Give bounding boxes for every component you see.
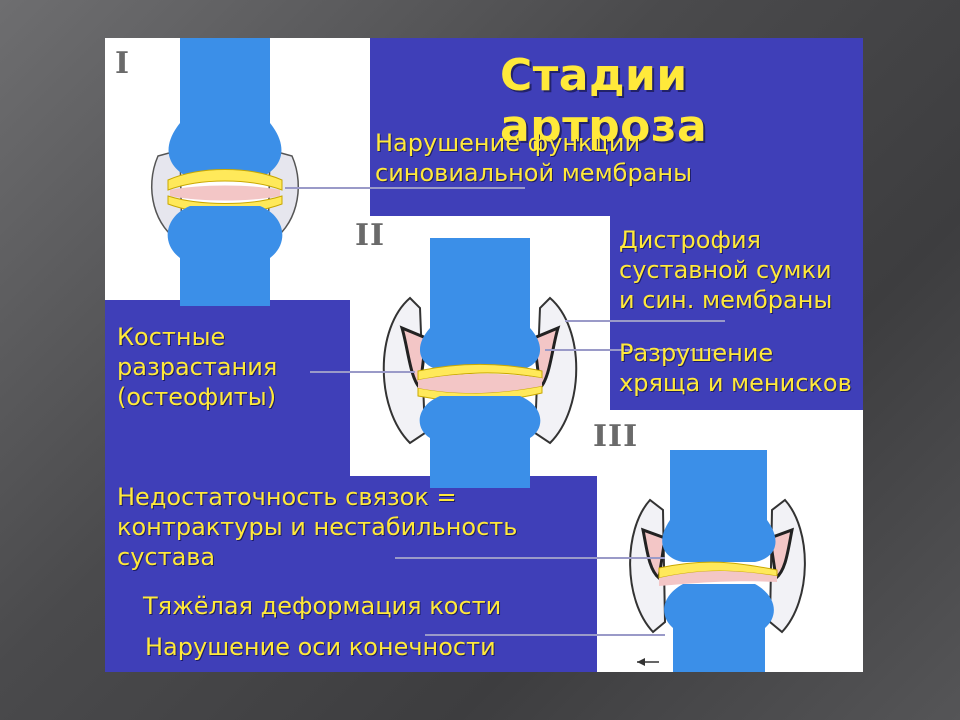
ligament-panel [105,476,597,672]
label-cartilage-destruction: Разрушение хряща и менисков [619,338,852,398]
stage-two-numeral: II [355,218,386,253]
label-osteophytes: Костные разрастания (остеофиты) [117,322,277,412]
label-axis-disorder: Нарушение оси конечности [145,633,496,661]
label-ligament-insufficiency: Недостаточность связок = контрактуры и н… [117,482,517,572]
label-synovial-dysfunction: Нарушение функции синовиальной мембраны [375,128,692,188]
page-title: Стадии артроза [500,50,708,152]
label-line: Дистрофия [619,226,761,254]
label-line: сустава [117,543,216,571]
stage-two-joint-illustration [380,238,580,488]
title-panel [370,38,863,216]
stage-one-joint-illustration [140,38,310,306]
label-line: и син. мембраны [619,286,833,314]
label-line: Недостаточность связок = [117,483,457,511]
label-line: Костные [117,323,226,351]
label-line: (остеофиты) [117,383,277,411]
stage-two-right-panel [610,213,863,410]
label-line: хряща и менисков [619,369,852,397]
label-capsule-dystrophy: Дистрофия суставной сумки и син. мембран… [619,225,832,315]
leader-lines [285,187,725,636]
label-line: контрактуры и нестабильность [117,513,518,541]
stage-three-joint-illustration [625,450,810,672]
label-line: суставной сумки [619,256,832,284]
osteophyte-panel [105,300,350,478]
label-line: синовиальной мембраны [375,159,693,187]
slide: I II III [105,38,863,672]
label-line: разрастания [117,353,278,381]
label-bone-deformation: Тяжёлая деформация кости [143,592,502,620]
label-line: Разрушение [619,339,774,367]
label-line: Нарушение функции [375,129,641,157]
stage-one-numeral: I [115,46,131,81]
stage-three-numeral: III [593,419,639,454]
